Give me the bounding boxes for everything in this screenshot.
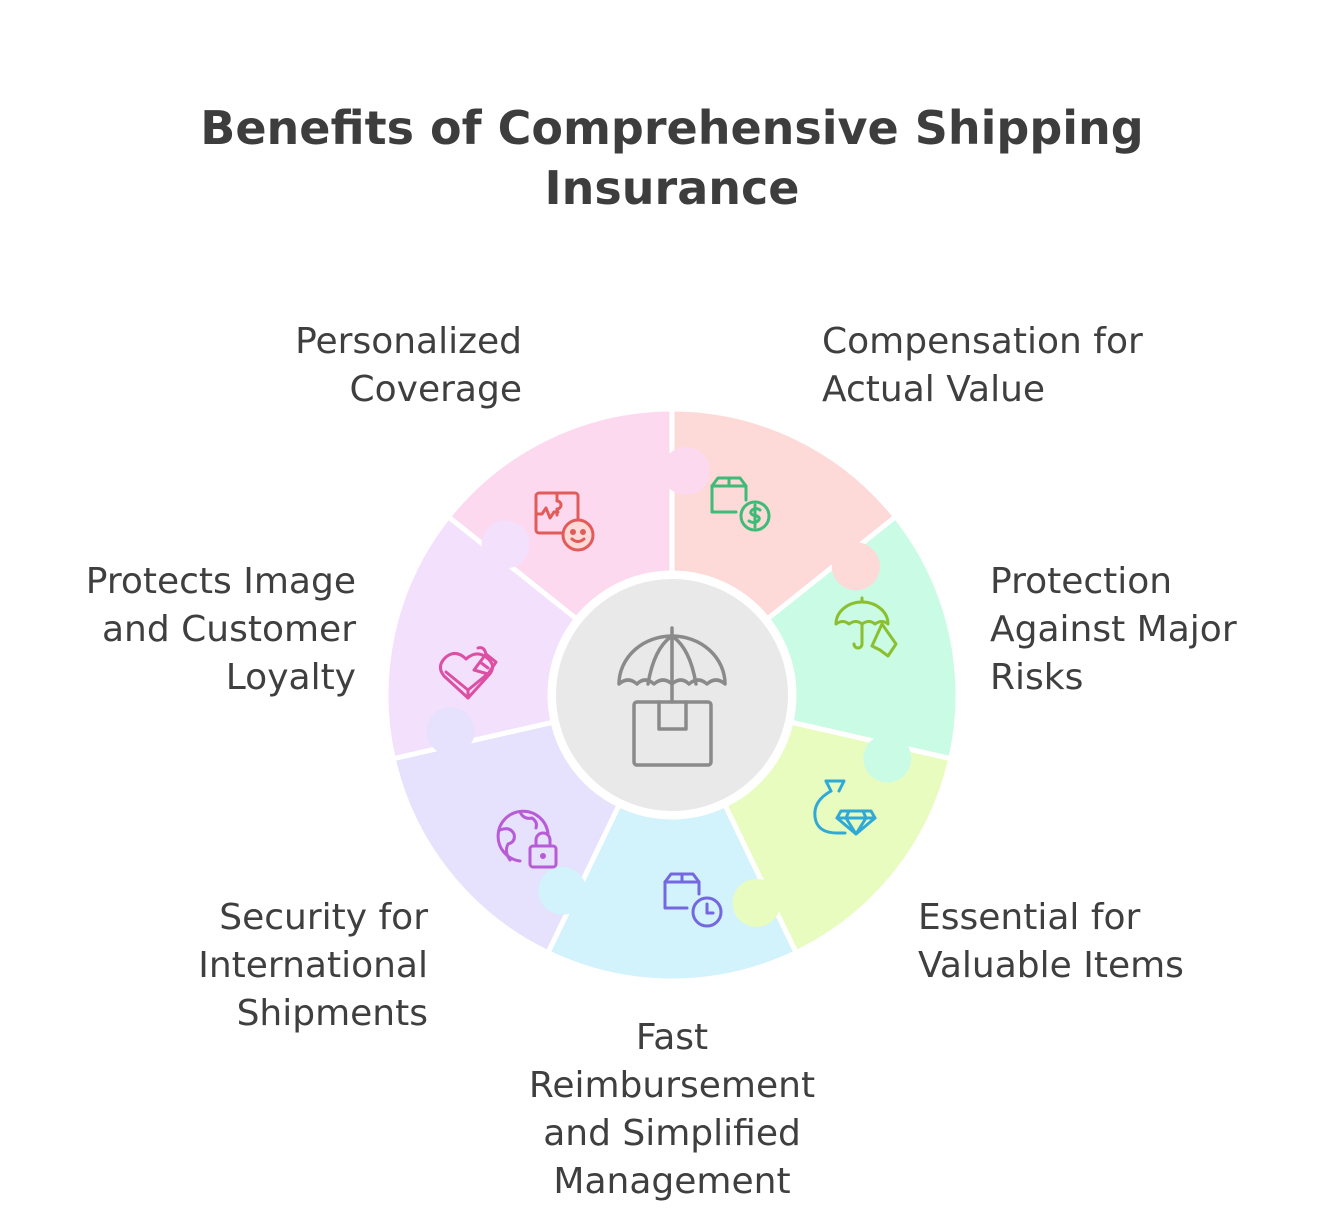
puzzle-knob-image-loyalty — [662, 447, 710, 495]
package-dollar-icon — [710, 476, 771, 532]
label-international-shipments: Security for International Shipments — [198, 897, 428, 1034]
puzzle-knob-fast-reimbursement — [426, 707, 475, 756]
knobs-layer — [426, 447, 912, 927]
money-bag-diamond-icon — [813, 779, 877, 836]
title-line-2: Insurance — [544, 161, 800, 215]
title-line-1: Benefits of Comprehensive Shipping — [200, 101, 1144, 155]
package-clock-icon — [663, 872, 723, 928]
heart-gift-icon — [439, 646, 498, 700]
label-personalized-coverage: Personalized Coverage — [295, 321, 522, 410]
puzzle-knob-personalized-coverage — [831, 542, 880, 591]
label-valuable-items: Essential for Valuable Items — [918, 897, 1184, 986]
puzzle-knob-compensation-actual-value — [863, 734, 912, 783]
page-title: Benefits of Comprehensive Shipping Insur… — [0, 98, 1344, 218]
umbrella-box-icon — [617, 626, 727, 767]
label-image-loyalty: Protects Image and Customer Loyalty — [85, 561, 356, 698]
puzzle-knob-valuable-items — [538, 866, 587, 915]
globe-lock-icon — [496, 809, 558, 869]
puzzle-face-icon — [534, 491, 595, 552]
label-fast-reimbursement: Fast Reimbursement and Simplified Manage… — [528, 1017, 816, 1202]
umbrella-hand-icon — [834, 596, 898, 658]
label-protection-major-risks: Protection Against Major Risks — [990, 561, 1237, 698]
puzzle-knob-protection-major-risks — [732, 878, 781, 927]
puzzle-knob-international-shipments — [481, 520, 530, 569]
label-compensation-actual-value: Compensation for Actual Value — [822, 321, 1143, 410]
